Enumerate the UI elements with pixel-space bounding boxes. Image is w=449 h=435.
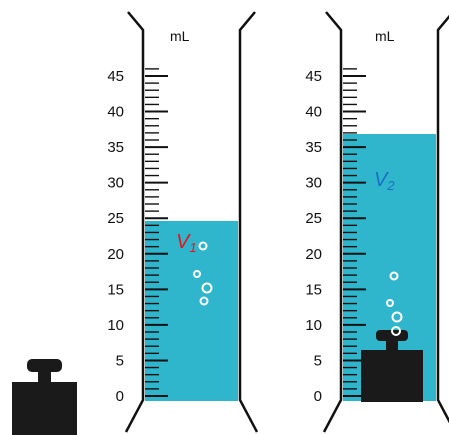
right-scale-label: 10 xyxy=(305,317,322,334)
right-scale-label: 45 xyxy=(305,68,322,85)
right-scale-label: 25 xyxy=(305,210,322,227)
right-unit-label: mL xyxy=(375,28,395,44)
left-scale-label: 5 xyxy=(116,352,124,369)
left-scale-labels: 45 40 35 30 25 20 15 10 5 0 xyxy=(107,68,124,405)
weight-icon xyxy=(12,359,77,435)
left-scale-label: 40 xyxy=(107,104,124,121)
left-scale-label: 45 xyxy=(107,68,124,85)
left-unit-label: mL xyxy=(170,28,190,44)
left-scale-label: 0 xyxy=(116,388,124,405)
left-scale-label: 35 xyxy=(107,139,124,156)
left-volume-label: V1 xyxy=(176,231,197,255)
left-bubbles xyxy=(193,241,213,306)
right-scale-label: 20 xyxy=(305,246,322,263)
left-cylinder-outline xyxy=(124,11,259,433)
left-cylinder: mL 45 40 35 30 25 20 15 10 5 0 V1 xyxy=(107,11,259,433)
right-bubbles xyxy=(386,271,403,336)
right-scale-labels: 45 40 35 30 25 20 15 10 5 0 xyxy=(305,68,322,405)
right-scale-label: 0 xyxy=(314,388,322,405)
right-scale-label: 5 xyxy=(314,352,322,369)
left-scale xyxy=(145,68,168,397)
right-scale-label: 15 xyxy=(305,281,322,298)
right-cylinder-outline xyxy=(322,11,449,433)
left-water xyxy=(145,221,238,401)
right-volume-label: V2 xyxy=(374,169,395,193)
right-cylinder: mL 45 40 35 30 25 20 15 10 5 0 V2 xyxy=(305,11,449,433)
right-scale-label: 40 xyxy=(305,104,322,121)
right-scale-label: 35 xyxy=(305,139,322,156)
left-scale-label: 15 xyxy=(107,281,124,298)
right-scale-label: 30 xyxy=(305,175,322,192)
submerged-weight-icon xyxy=(361,330,423,402)
left-scale-label: 10 xyxy=(107,317,124,334)
left-scale-label: 25 xyxy=(107,210,124,227)
left-scale-label: 20 xyxy=(107,246,124,263)
left-scale-label: 30 xyxy=(107,175,124,192)
